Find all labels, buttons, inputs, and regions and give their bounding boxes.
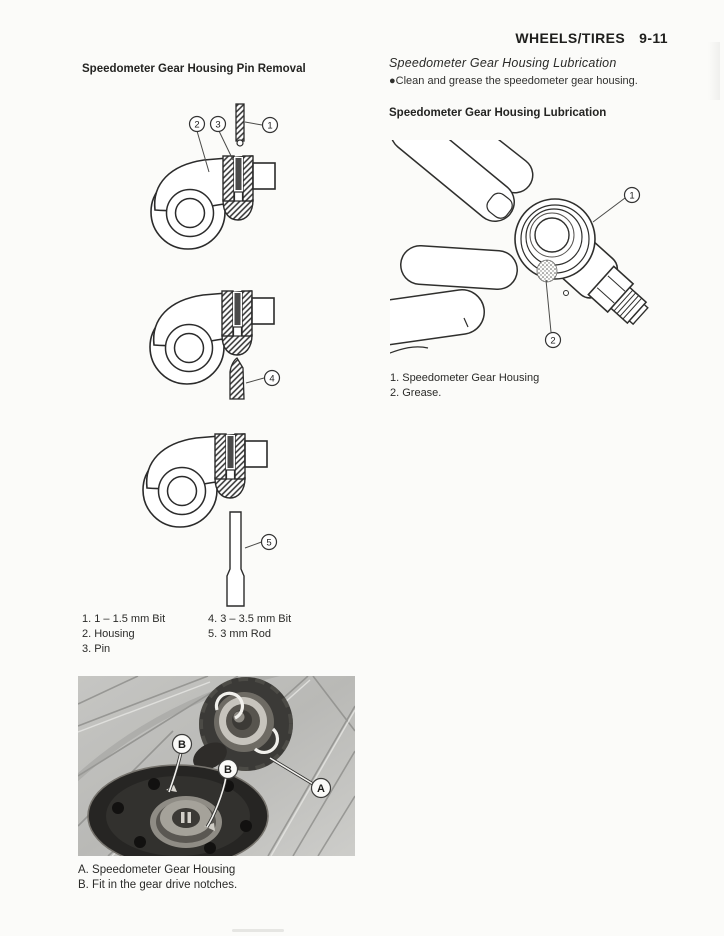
legend-pin-removal-col1: 1. 1 – 1.5 mm Bit 2. Housing 3. Pin — [82, 612, 165, 657]
callout-leader-line — [245, 377, 265, 384]
hand-drawing — [390, 140, 534, 354]
callout-1: 1 — [261, 116, 279, 134]
header-page-number: 9-11 — [639, 30, 668, 46]
callout-leader-line — [545, 279, 552, 333]
callout-leader-line — [592, 197, 626, 223]
photo-leader-lines — [167, 751, 314, 828]
rod-icon — [226, 511, 245, 607]
legend-item: 5. 3 mm Rod — [208, 628, 271, 640]
callout-3-label: 3 — [215, 120, 220, 131]
retainer-clip — [214, 691, 245, 720]
fingernail-icon — [486, 192, 513, 219]
housing-drawing — [142, 433, 268, 528]
callout-1-label: 1 — [629, 191, 634, 202]
bullet-icon: ● — [389, 75, 396, 87]
figure-pin-removal-step1: 2 3 1 — [150, 103, 279, 250]
figure-pin-removal-step2: 4 — [149, 290, 281, 400]
figure-pin-removal-step3: 5 — [142, 433, 278, 607]
housing-drawing — [150, 155, 276, 250]
callout-2-label: 2 — [550, 336, 555, 347]
section-title-lubrication: Speedometer Gear Housing Lubrication — [389, 56, 617, 70]
callout-2-label: 2 — [194, 120, 199, 131]
figure-lubrication: 1 2 — [390, 140, 649, 354]
photo-wheel-hub: B B A — [78, 676, 355, 856]
grease-dab — [536, 259, 558, 283]
photo-captions: A. Speedometer Gear Housing B. Fit in th… — [78, 863, 237, 893]
legend-item: 1. 1 – 1.5 mm Bit — [82, 613, 166, 625]
photo-callout-b1: B — [171, 733, 193, 755]
callout-5-label: 5 — [266, 538, 271, 549]
callout-2: 2 — [188, 115, 206, 133]
lubrication-instruction: ●Clean and grease the speedometer gear h… — [389, 75, 638, 87]
legend-item: 3. Pin — [82, 643, 111, 655]
section-title-pin-removal: Speedometer Gear Housing Pin Removal — [82, 63, 306, 75]
legend-item: 2. Housing — [82, 628, 135, 640]
figure-title-lubrication: Speedometer Gear Housing Lubrication — [389, 107, 607, 119]
photo-housing — [193, 677, 293, 771]
rim-shadow — [78, 676, 281, 782]
caption-line: A. Speedometer Gear Housing — [78, 864, 236, 876]
scan-artifact-edge — [708, 42, 720, 100]
callout-4-label: 4 — [269, 374, 274, 385]
drill-bit-icon — [229, 357, 245, 400]
callout-2: 2 — [544, 331, 562, 349]
callout-1-label: 1 — [267, 121, 272, 132]
photo-callout-b2-label: B — [224, 764, 232, 776]
callout-1: 1 — [623, 186, 641, 204]
scan-artifact-smudge — [232, 929, 284, 932]
callout-leader-line — [244, 541, 262, 549]
retainer-clip — [253, 727, 280, 755]
photo-callout-b1-label: B — [178, 739, 186, 751]
legend-item: 2. Grease. — [390, 387, 442, 399]
housing-drawing — [149, 290, 275, 385]
legend-item: 1. Speedometer Gear Housing — [390, 372, 540, 384]
drill-bit-icon — [235, 103, 245, 147]
drive-notch — [204, 823, 215, 831]
legend-item: 4. 3 – 3.5 mm Bit — [208, 613, 292, 625]
photo-callout-b2: B — [217, 758, 239, 780]
page-header: WHEELS/TIRES 9-11 — [515, 30, 668, 46]
lubrication-instruction-text: Clean and grease the speedometer gear ho… — [395, 75, 638, 87]
legend-lubrication: 1. Speedometer Gear Housing 2. Grease. — [390, 371, 539, 401]
callout-4: 4 — [263, 369, 281, 387]
header-chapter: WHEELS/TIRES — [515, 30, 626, 46]
callout-leader-lines — [196, 121, 263, 173]
legend-pin-removal-col2: 4. 3 – 3.5 mm Bit 5. 3 mm Rod — [208, 612, 291, 642]
photo-callout-a: A — [310, 777, 332, 799]
callout-5: 5 — [260, 533, 278, 551]
photo-callout-a-label: A — [317, 783, 325, 795]
caption-line: B. Fit in the gear drive notches. — [78, 879, 238, 891]
callout-3: 3 — [209, 115, 227, 133]
